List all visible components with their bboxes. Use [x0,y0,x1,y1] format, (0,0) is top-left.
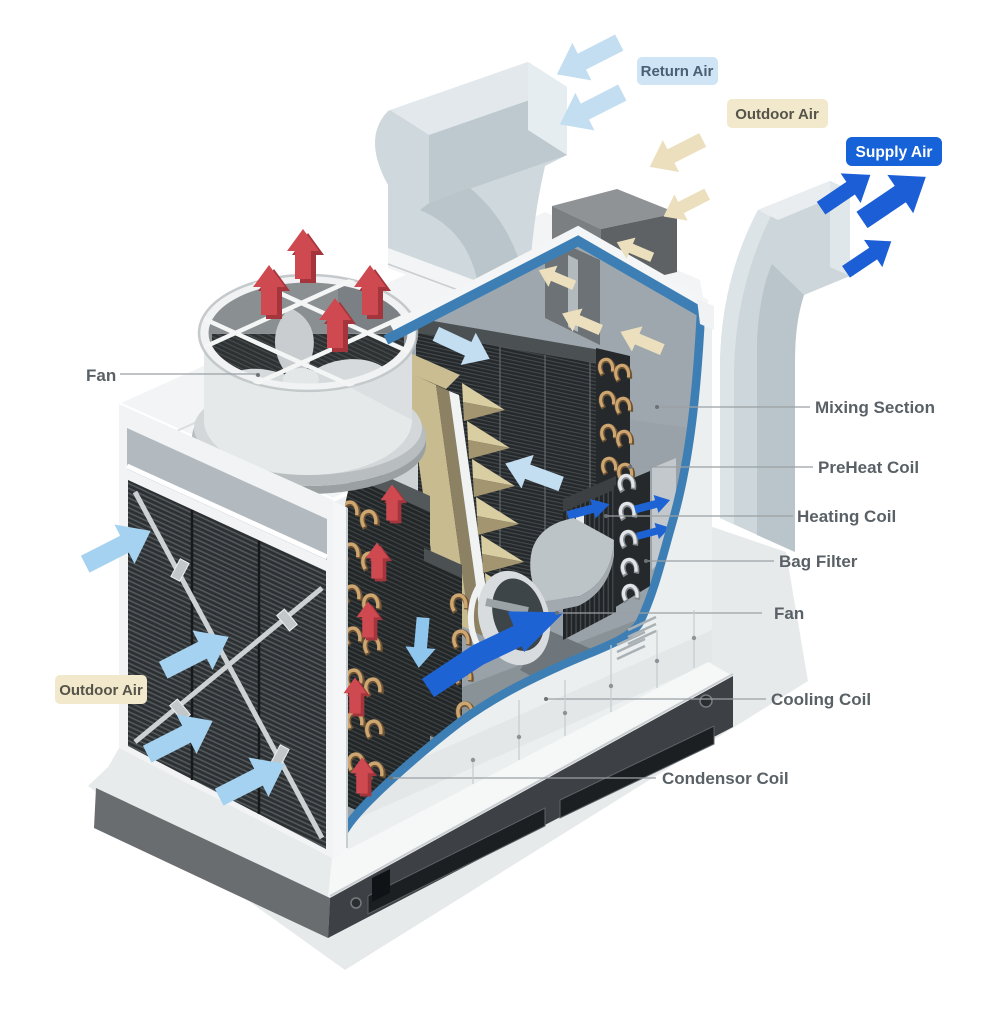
svg-text:Outdoor Air: Outdoor Air [735,106,819,123]
svg-text:Heating Coil: Heating Coil [797,507,896,526]
svg-text:Fan: Fan [86,366,116,385]
svg-text:PreHeat Coil: PreHeat Coil [818,458,919,477]
svg-text:Return Air: Return Air [641,63,714,80]
svg-text:Fan: Fan [774,604,804,623]
svg-text:Bag Filter: Bag Filter [779,552,858,571]
svg-text:Condensor Coil: Condensor Coil [662,769,789,788]
svg-text:Outdoor Air: Outdoor Air [59,682,143,699]
svg-text:Supply Air: Supply Air [856,144,933,161]
svg-text:Mixing Section: Mixing Section [815,398,935,417]
svg-text:Cooling Coil: Cooling Coil [771,690,871,709]
